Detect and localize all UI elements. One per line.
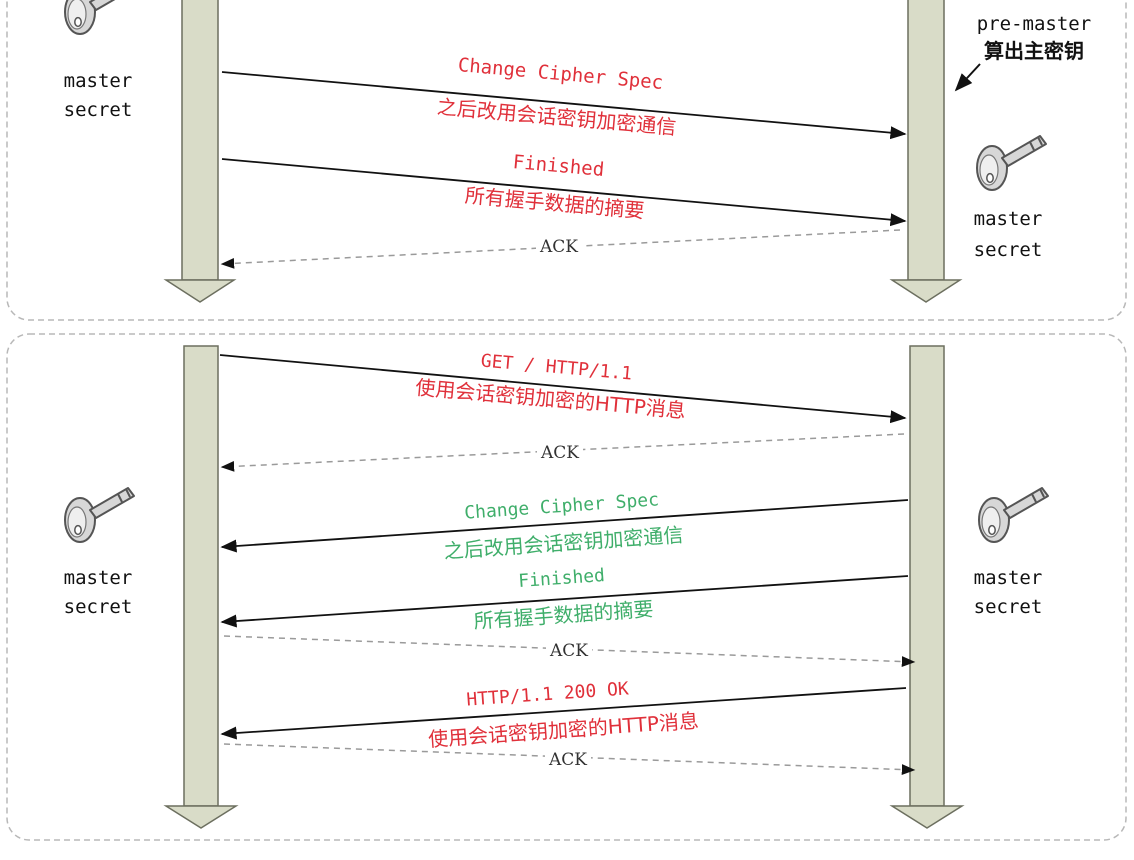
bottom-msg-change-cipher-arrow xyxy=(220,499,909,553)
top-msg-change-cipher-desc: 之后改用会话密钥加密通信 xyxy=(436,95,677,140)
top-left-key-label-1: master xyxy=(64,70,133,92)
server-lifeline-bottom xyxy=(889,345,965,829)
bottom-msg-get-arrow xyxy=(219,354,907,424)
top-msg-change-cipher-label: Change Cipher Spec xyxy=(457,54,664,94)
bottom-msg-response-arrow xyxy=(220,687,907,740)
bottom-ack-2-label: ACK xyxy=(549,641,588,661)
bottom-ack-3-label: ACK xyxy=(548,750,587,770)
server-note-line-2: 算出主密钥 xyxy=(984,39,1084,63)
top-right-key-label-1: master xyxy=(974,208,1043,230)
bottom-msg-get-label: GET / HTTP/1.1 xyxy=(480,350,633,384)
top-ack-arrow xyxy=(220,229,901,269)
bottom-msg-finished-desc: 所有握手数据的摘要 xyxy=(473,597,654,633)
bottom-ack-1-label: ACK xyxy=(540,443,579,463)
top-msg-finished-arrow xyxy=(221,158,907,227)
top-msg-finished-label: Finished xyxy=(512,151,605,181)
key-icon xyxy=(976,135,1047,191)
server-lifeline-top xyxy=(889,0,963,303)
bottom-panel xyxy=(6,333,1127,841)
bottom-msg-response-label: HTTP/1.1 200 OK xyxy=(466,678,630,710)
bottom-msg-get-desc: 使用会话密钥加密的HTTP消息 xyxy=(414,375,686,423)
server-note-line-1: pre-master xyxy=(977,13,1091,35)
client-lifeline-bottom xyxy=(163,345,239,829)
bottom-msg-response-desc: 使用会话密钥加密的HTTP消息 xyxy=(427,709,699,752)
bottom-msg-finished-arrow xyxy=(220,575,909,628)
bottom-msg-finished-label: Finished xyxy=(518,565,606,592)
bottom-right-key-label-2: secret xyxy=(974,596,1043,618)
top-msg-change-cipher-arrow xyxy=(221,71,907,140)
server-note-pointer xyxy=(954,63,981,92)
bottom-left-key-label-2: secret xyxy=(64,596,133,618)
key-icon xyxy=(978,487,1049,543)
top-left-key-label-2: secret xyxy=(64,99,133,121)
key-icon xyxy=(64,0,135,35)
top-right-key-label-2: secret xyxy=(974,239,1043,261)
key-icon xyxy=(64,487,135,543)
bottom-right-key-label-1: master xyxy=(974,567,1043,589)
bottom-left-key-label-1: master xyxy=(64,567,133,589)
client-lifeline-top xyxy=(163,0,237,303)
top-ack-label: ACK xyxy=(539,237,578,257)
